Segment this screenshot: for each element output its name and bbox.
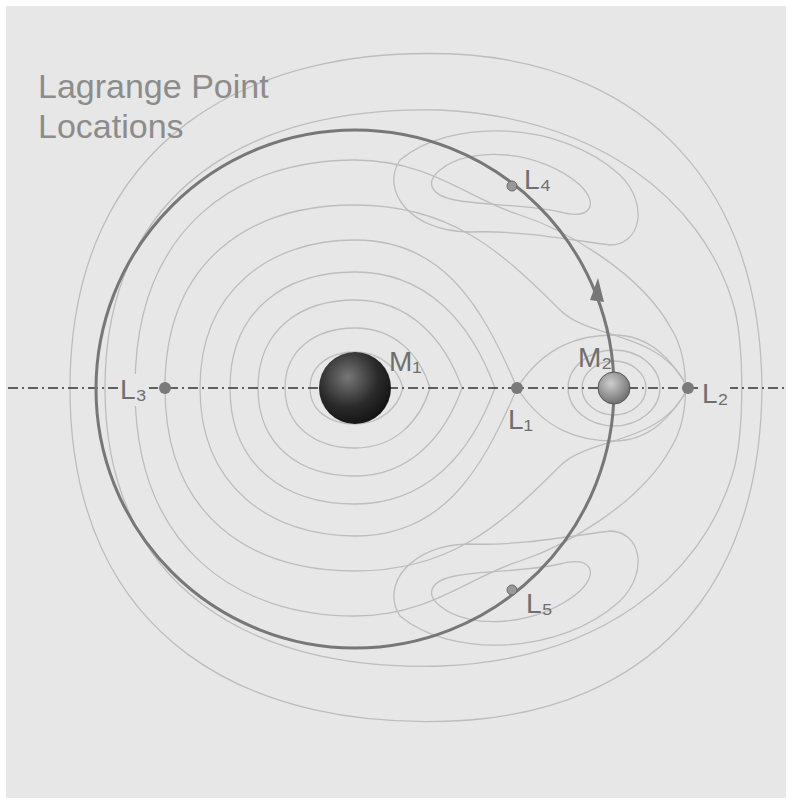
secondary-mass bbox=[598, 372, 630, 404]
diagram-title: Lagrange Point Locations bbox=[38, 66, 318, 146]
primary-mass bbox=[319, 352, 391, 424]
background bbox=[6, 6, 786, 798]
point-label: L₅ bbox=[526, 588, 553, 620]
mass-label: M₁ bbox=[389, 346, 422, 378]
point-label: L₂ bbox=[700, 378, 730, 410]
orbit-arrow bbox=[590, 278, 604, 302]
lagrange-dots bbox=[159, 181, 694, 595]
point-label: L₃ bbox=[118, 374, 149, 406]
orbit bbox=[96, 130, 614, 648]
point-label: L₄ bbox=[524, 164, 551, 196]
mass-label: M₂ bbox=[578, 342, 612, 374]
point-label: L₁ bbox=[508, 404, 533, 436]
